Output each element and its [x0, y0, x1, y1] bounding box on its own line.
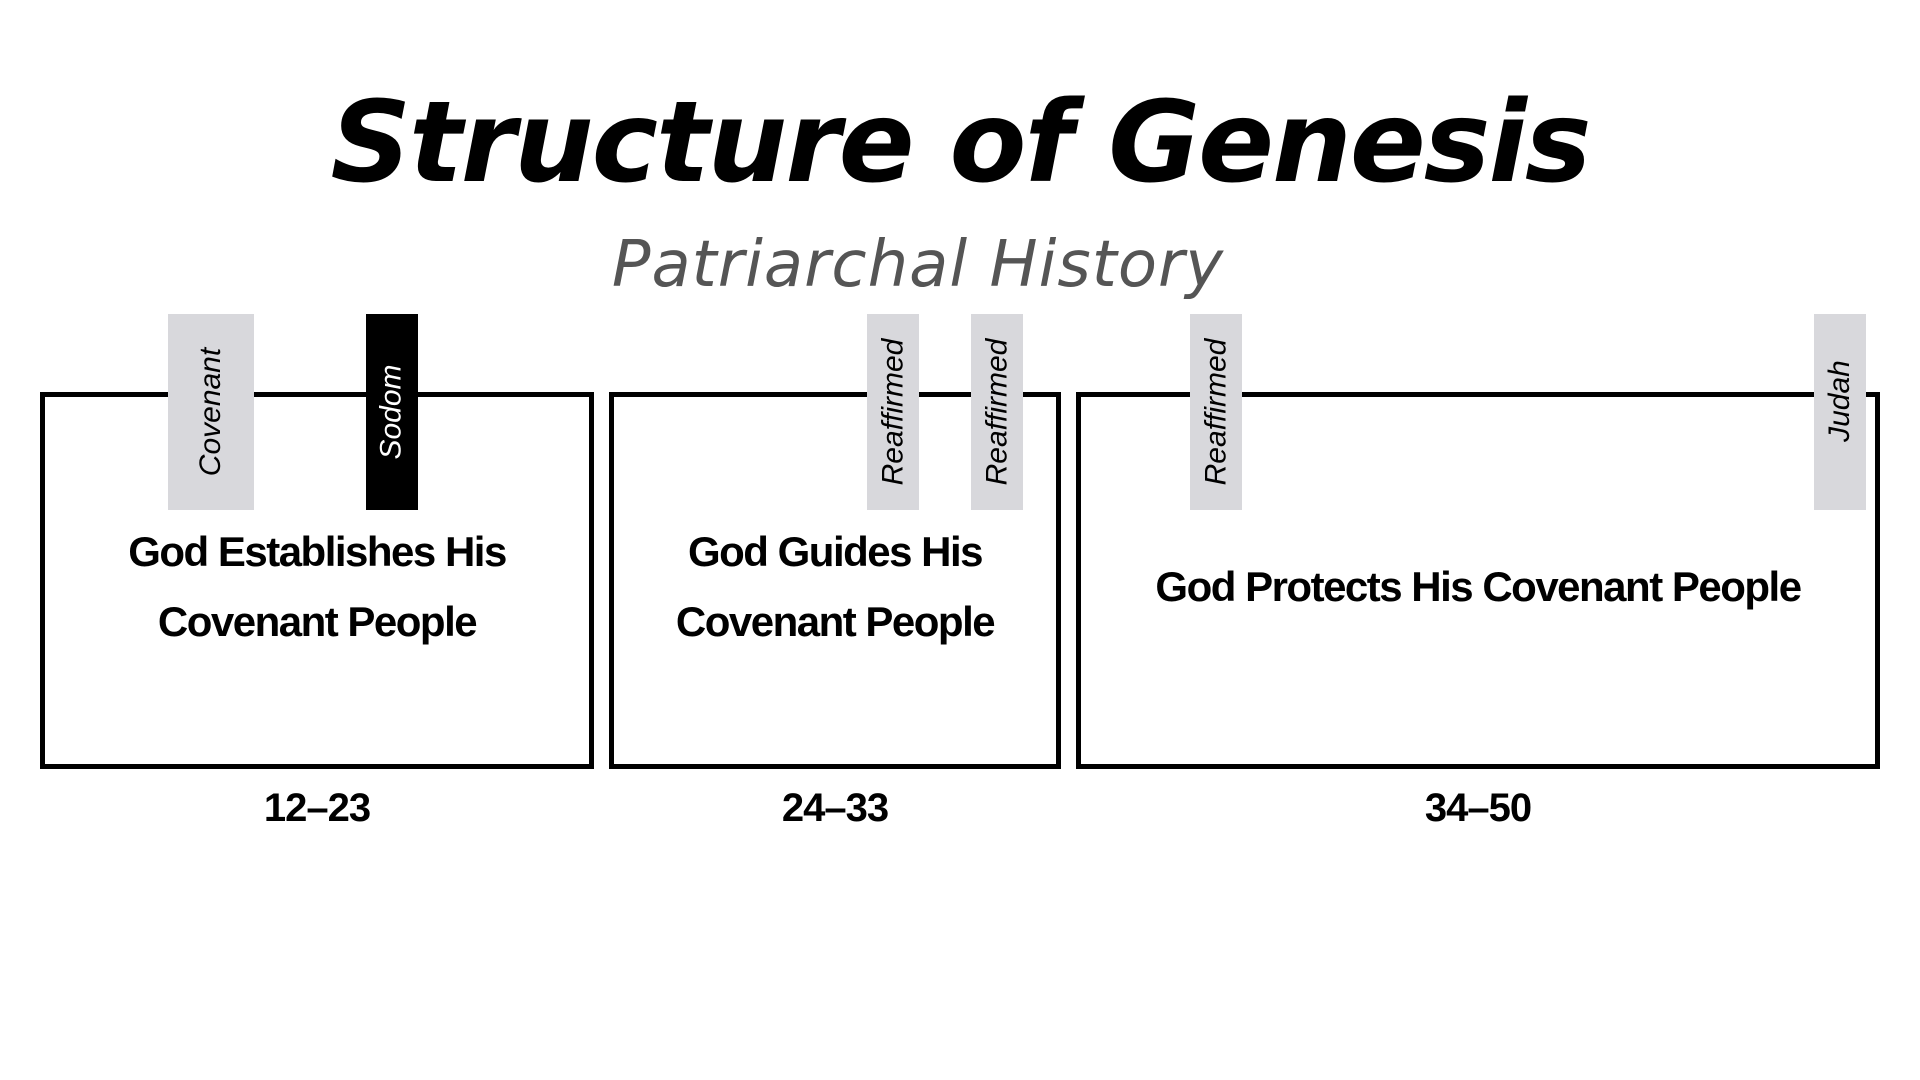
- tab-label: Judah: [1823, 360, 1856, 442]
- tab-reaffirmed: Reaffirmed: [867, 314, 919, 510]
- tab-label: Sodom: [375, 364, 408, 460]
- tab-label: Reaffirmed: [876, 338, 909, 486]
- tab-reaffirmed: Reaffirmed: [1190, 314, 1242, 510]
- tab-judah: Judah: [1814, 314, 1866, 510]
- tab-label: Covenant: [194, 347, 227, 477]
- section-heading: God Guides His Covenant People: [614, 517, 1056, 657]
- section-box-establishes: God Establishes His Covenant People: [40, 392, 594, 769]
- page-title: Structure of Genesis: [330, 78, 1592, 208]
- chapter-range: 24–33: [781, 786, 889, 830]
- tab-reaffirmed: Reaffirmed: [971, 314, 1023, 510]
- section-box-protects: God Protects His Covenant People: [1076, 392, 1880, 769]
- section-heading-line: God Guides His: [687, 528, 984, 575]
- section-heading-line: Covenant People: [675, 598, 996, 645]
- section-heading: God Protects His Covenant People: [1155, 563, 1802, 610]
- section-heading: God Establishes His Covenant People: [45, 517, 589, 657]
- section-heading-line: God Establishes His: [128, 528, 507, 575]
- tab-sodom: Sodom: [366, 314, 418, 510]
- chapter-range: 12–23: [263, 786, 371, 830]
- chapter-range: 34–50: [1424, 786, 1532, 830]
- tab-label: Reaffirmed: [1199, 338, 1232, 486]
- section-heading-line: Covenant People: [157, 598, 478, 645]
- page-subtitle: Patriarchal History: [611, 228, 1225, 302]
- tab-label: Reaffirmed: [980, 338, 1013, 486]
- tab-covenant: Covenant: [168, 314, 254, 510]
